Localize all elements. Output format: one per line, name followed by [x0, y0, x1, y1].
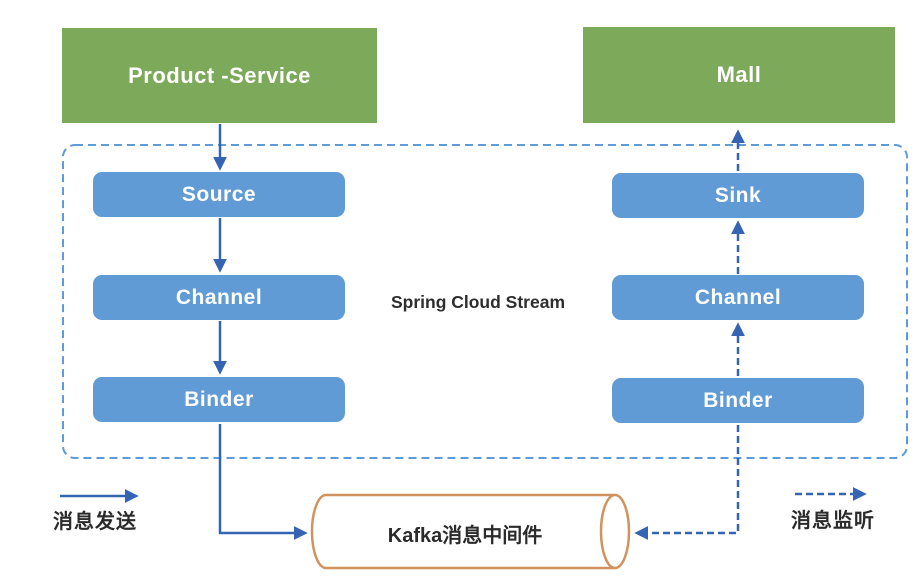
producer-service-box: Product -Service: [62, 28, 377, 123]
consumer-binder-node: Binder: [612, 378, 864, 423]
sink-label: Sink: [714, 183, 762, 207]
spring-cloud-stream-title: Spring Cloud Stream: [390, 292, 566, 312]
consumer-flow-arrows: [634, 129, 745, 540]
consumer-channel-label: Channel: [694, 285, 782, 309]
source-label: Source: [181, 182, 257, 206]
source-node: Source: [93, 172, 345, 217]
producer-flow-arrows: [213, 124, 308, 540]
legend-arrows: [60, 487, 867, 503]
legend-send-label: 消息发送: [53, 511, 137, 533]
legend-listen-label: 消息监听: [791, 510, 875, 532]
producer-channel-node: Channel: [93, 275, 345, 320]
sink-node: Sink: [612, 173, 864, 218]
producer-service-label: Product -Service: [128, 62, 311, 88]
mall-box: Mall: [583, 27, 895, 123]
consumer-binder-label: Binder: [703, 388, 773, 412]
mall-label: Mall: [716, 62, 762, 87]
kafka-cylinder-shape: [310, 493, 631, 570]
arrow-binder-to-kafka: [218, 424, 308, 540]
stream-boundary-border: [62, 144, 908, 459]
producer-channel-label: Channel: [175, 285, 263, 309]
consumer-channel-node: Channel: [612, 275, 864, 320]
kafka-middleware-label: Kafka消息中间件: [387, 525, 543, 547]
arrow-binder-to-kafka-listen: [634, 425, 740, 540]
producer-binder-node: Binder: [93, 377, 345, 422]
producer-binder-label: Binder: [184, 387, 254, 411]
